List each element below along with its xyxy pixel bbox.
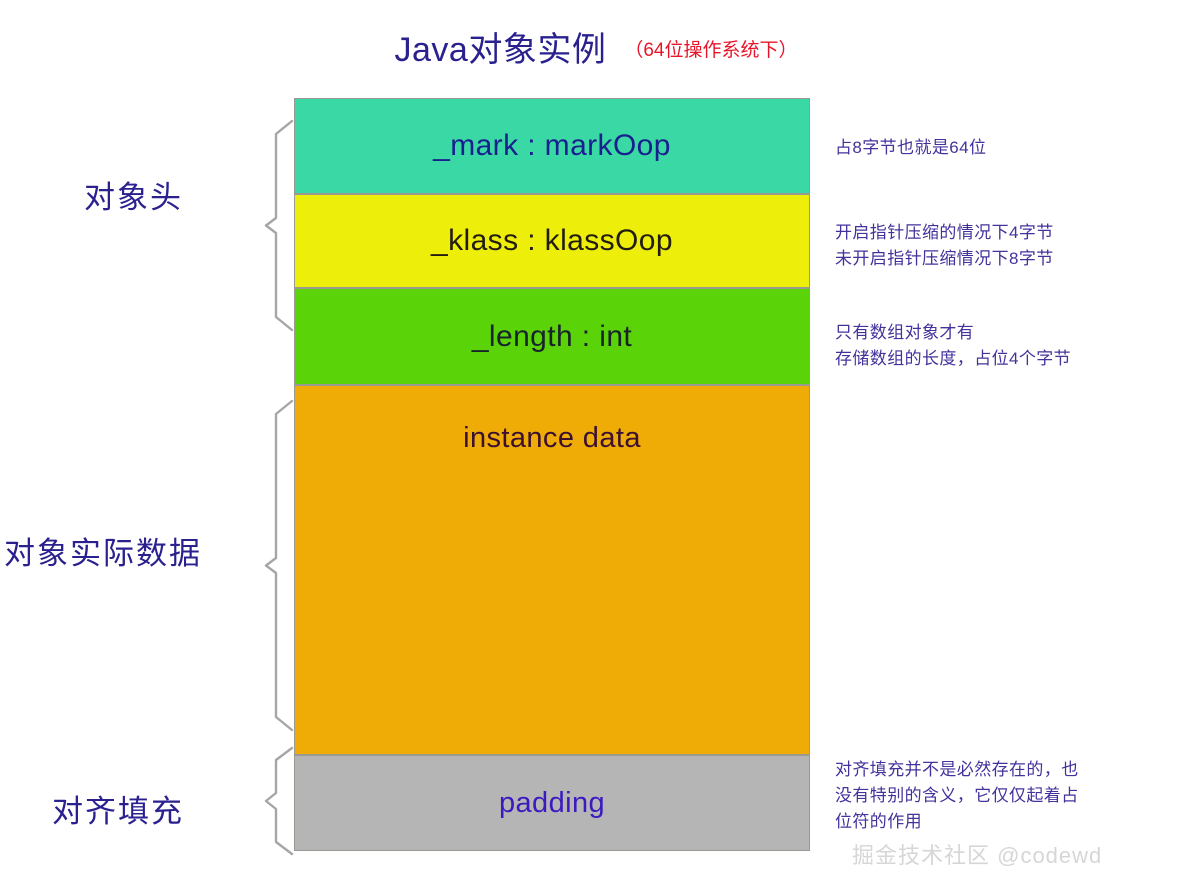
page-title: Java对象实例 （64位操作系统下） <box>0 22 1192 71</box>
block-padding: padding <box>294 755 810 851</box>
block-length: _length : int <box>294 288 810 385</box>
block-length-label: _length : int <box>471 319 633 353</box>
annotation-length: 只有数组对象才有 存储数组的长度，占位4个字节 <box>835 323 1072 368</box>
section-label-padding: 对齐填充 <box>52 794 184 829</box>
block-klass: _klass : klassOop <box>294 194 810 288</box>
brace-padding-icon <box>264 746 294 856</box>
block-padding-label: padding <box>498 786 605 819</box>
block-instance-data-label: instance data <box>463 422 641 454</box>
annotation-klass: 开启指针压缩的情况下4字节 未开启指针压缩情况下8字节 <box>835 223 1054 268</box>
section-label-object-header: 对象头 <box>84 180 183 215</box>
annotation-mark: 占8字节也就是64位 <box>835 138 987 157</box>
watermark: 掘金技术社区 @codewd <box>852 843 1103 868</box>
title-main-text: Java对象实例 <box>394 31 607 69</box>
title-subtitle-text: （64位操作系统下） <box>624 40 798 61</box>
block-klass-label: _klass : klassOop <box>431 224 673 257</box>
block-mark: _mark : markOop <box>294 98 810 194</box>
annotation-padding: 对齐填充并不是必然存在的，也 没有特别的含义，它仅仅起着占 位符的作用 <box>835 760 1079 831</box>
block-instance-data: instance data <box>294 385 810 755</box>
brace-object-header-icon <box>264 119 294 332</box>
section-label-instance-data: 对象实际数据 <box>4 536 202 571</box>
block-mark-label: _mark : markOop <box>433 129 671 162</box>
brace-instance-data-icon <box>264 399 294 732</box>
